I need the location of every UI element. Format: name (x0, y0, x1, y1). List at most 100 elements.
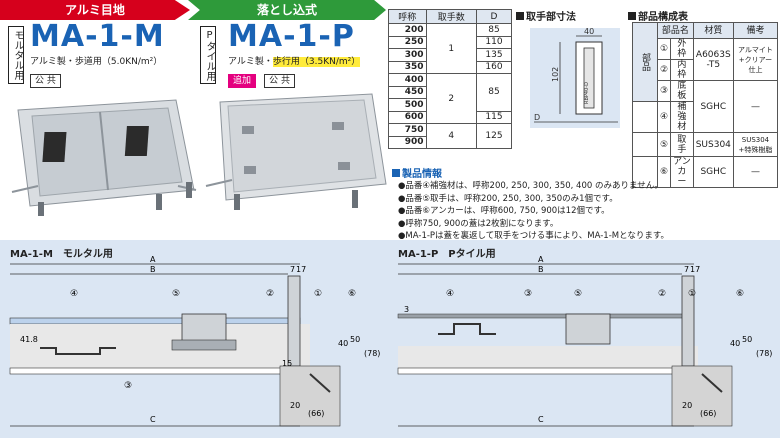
d-value: 160 (476, 60, 512, 74)
part-callout-2: ② (266, 289, 274, 299)
dim-17: 17 (690, 265, 700, 274)
part-callout-1: ① (688, 289, 696, 299)
d-value: 135 (476, 48, 512, 62)
part-note: — (732, 156, 779, 188)
header-tab-drop-in: 落とし込式 (188, 0, 386, 20)
size-name: 450 (388, 85, 427, 99)
drawing-title-left: MA-1-M モルタル用 (10, 249, 113, 260)
spec-left: アルミ製・歩道用（5.0KN/m²） (30, 57, 163, 67)
size-name: 200 (388, 23, 427, 37)
dim-label-b: B (538, 265, 544, 274)
part-name: 取手 (670, 132, 694, 157)
dim-50: 50 (742, 335, 752, 344)
part-callout-6: ⑥ (736, 289, 744, 299)
size-name: 600 (388, 110, 427, 124)
dim-66: (66) (308, 409, 324, 418)
d-value: 110 (476, 35, 512, 49)
part-no: ⑥ (656, 156, 672, 188)
part-callout-6: ⑥ (348, 289, 356, 299)
model-title-right: MA-1-P (228, 19, 355, 54)
size-name: 400 (388, 73, 427, 87)
product-photo-mortar (11, 99, 197, 216)
handle-dim-40: 40 (584, 27, 594, 36)
parts-header: 材質 (692, 22, 734, 39)
info-line: ●呼称750, 900の蓋は2枚割になります。 (398, 218, 559, 229)
dim-label-b: B (150, 265, 156, 274)
part-note-line1: アルマイト (737, 45, 773, 54)
dim-label-c: C (538, 415, 544, 424)
dim-78: (78) (364, 349, 380, 358)
part-note: — (732, 80, 779, 133)
size-name: 350 (388, 60, 427, 74)
parts-header: 部品名 (657, 22, 694, 39)
part-name: 内枠 (670, 59, 694, 81)
part-callout-5: ⑤ (574, 289, 582, 299)
dim-40: 40 (730, 339, 740, 348)
d-value: 115 (476, 110, 512, 124)
dim-7: 7 (684, 265, 689, 274)
part-name: 底板 (670, 80, 694, 102)
spec-right-highlight: 歩行用（3.5KN/m²） (272, 57, 361, 67)
part-callout-4: ④ (446, 289, 454, 299)
handle-part-label: RBP40-D (584, 82, 590, 104)
info-line: ●品番④補強材は、呼称200, 250, 300, 350, 400 のみありま… (398, 181, 663, 191)
dim-17: 17 (296, 265, 306, 274)
dim-418: 41.8 (20, 335, 38, 344)
tag-public: 公 共 (264, 74, 295, 88)
dim-78: (78) (756, 349, 772, 358)
dim-66: (66) (700, 409, 716, 418)
bullet-square-icon (516, 12, 524, 20)
model-title-left: MA-1-M (30, 19, 165, 54)
dim-3: 3 (404, 305, 409, 314)
part-callout-5: ⑤ (172, 289, 180, 299)
part-note-line2: +クリアー仕上 (738, 55, 773, 74)
part-callout-1: ① (314, 289, 322, 299)
drawing-title-right: MA-1-P Pタイル用 (398, 249, 496, 260)
part-no: ② (656, 59, 672, 81)
tag-group-right: 追加 公 共 (228, 68, 298, 88)
bullet-square-icon (392, 169, 400, 177)
dim-50: 50 (350, 335, 360, 344)
info-line: ●品番⑥アンカーは、呼称600, 750, 900は12個です。 (398, 206, 610, 216)
dim-label-a: A (538, 256, 544, 264)
handle-count: 2 (425, 73, 478, 124)
info-line: ●品番⑤取手は、呼称200, 250, 300, 350のみ1個です。 (398, 193, 618, 204)
product-photo-ptile (205, 93, 387, 210)
tag-group-left: 公 共 (30, 68, 64, 88)
handle-section-title-text: 取手部寸法 (526, 12, 576, 23)
parts-header: 備考 (732, 22, 779, 39)
dim-7: 7 (290, 265, 295, 274)
part-no: ④ (656, 101, 672, 133)
d-value: 85 (476, 73, 512, 112)
part-callout-3: ③ (524, 289, 532, 299)
tag-added: 追加 (228, 74, 257, 88)
part-name: 外枠 (670, 38, 694, 60)
part-note: SUS304 +特殊樹脂 (732, 132, 779, 157)
info-title: 製品情報 (392, 165, 442, 180)
dim-label-c: C (150, 415, 156, 424)
size-table-header: D (476, 9, 512, 24)
part-material: SGHC (692, 80, 734, 133)
part-material-line1: A6063S (695, 49, 731, 60)
part-material: SUS304 (692, 132, 734, 157)
handle-dim-d: D (534, 113, 540, 122)
part-material: SGHC (692, 156, 734, 188)
size-table-header: 呼称 (388, 9, 427, 24)
part-material-line2: -T5 (706, 59, 721, 70)
dim-20: 20 (290, 401, 300, 410)
d-value: 85 (476, 23, 512, 37)
part-callout-2: ② (658, 289, 666, 299)
size-name: 500 (388, 98, 427, 112)
part-no: ③ (656, 80, 672, 102)
part-callout-3: ③ (124, 381, 132, 391)
dim-20: 20 (682, 401, 692, 410)
parts-section-title-text: 部品構成表 (638, 12, 688, 23)
vertical-label-mortar: モルタル用 (8, 26, 24, 84)
spec-right: アルミ製・歩行用（3.5KN/m²） (228, 54, 361, 67)
handle-dimension-drawing: 40 102 D RBP40-D (530, 27, 620, 128)
drawing-section-ptile: A B C ④ ③ ⑤ ② ① ⑥ 3 7 17 40 50 (78) 20 (… (397, 256, 772, 427)
spec-right-prefix: アルミ製・ (228, 57, 273, 67)
part-no: ⑤ (656, 132, 672, 157)
size-table-header: 取手数 (425, 9, 478, 24)
